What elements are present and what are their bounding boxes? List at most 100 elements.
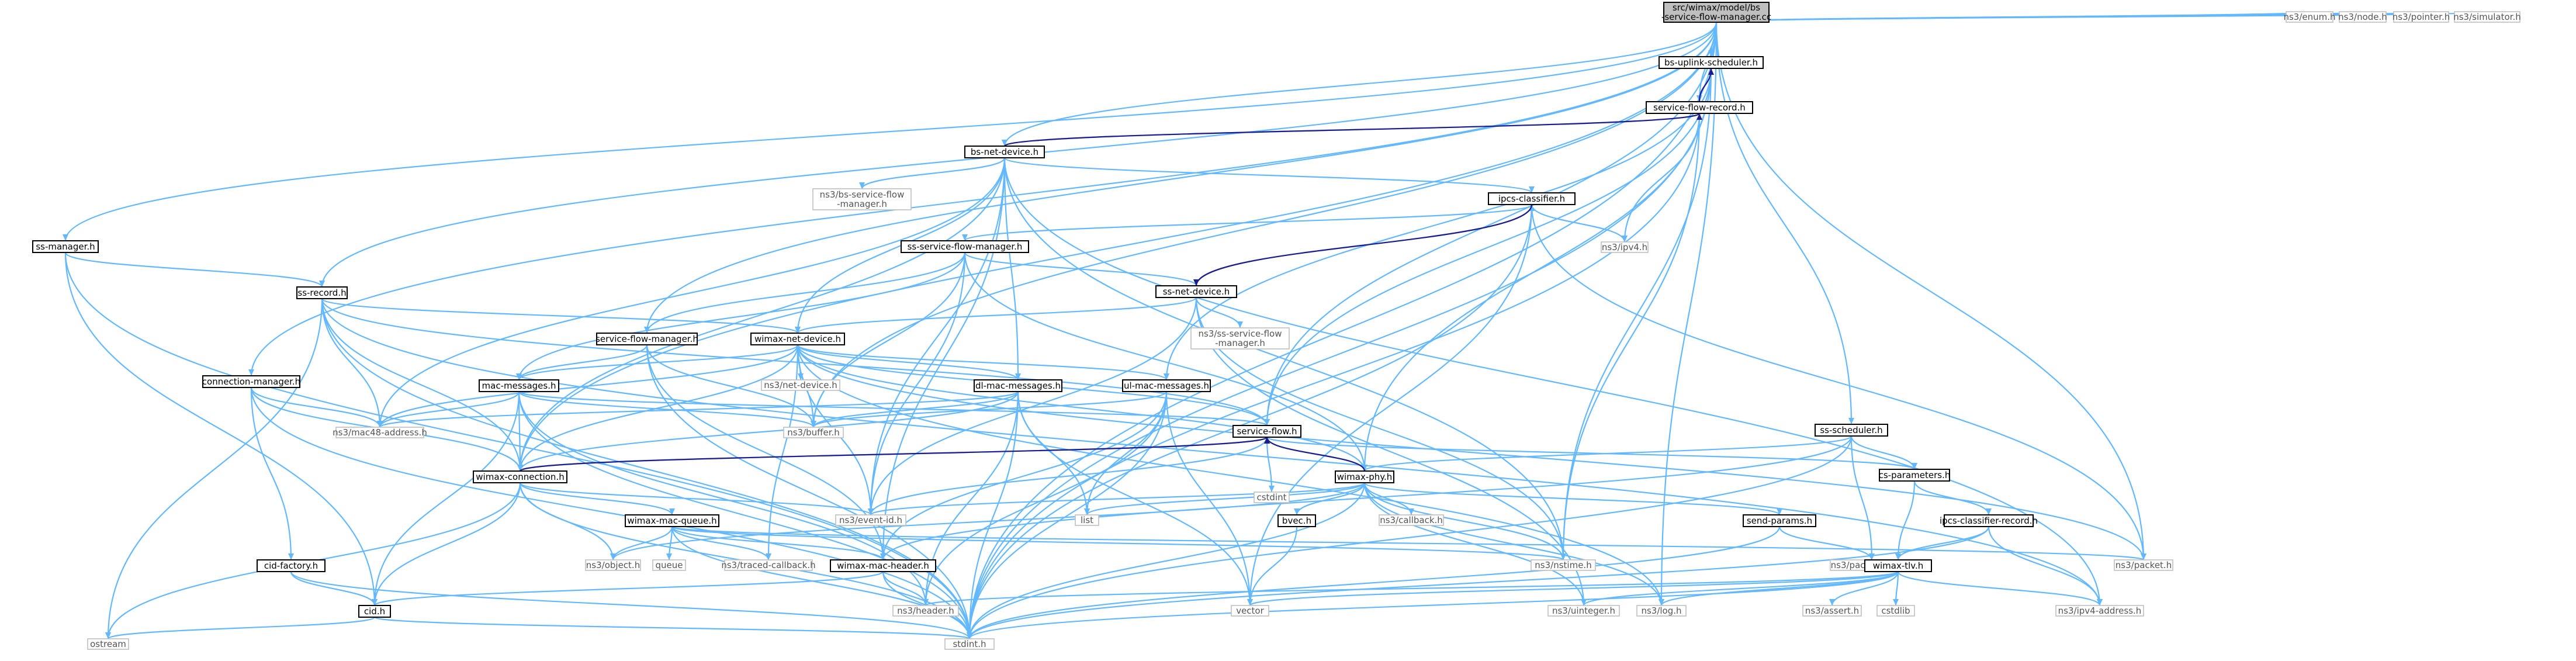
node-sfrecord[interactable]: service-flow-record.h — [1646, 101, 1753, 114]
node-box — [1231, 605, 1269, 617]
node-label: queue — [656, 560, 683, 570]
edge-sssched-to-wmachdr — [882, 435, 1853, 560]
node-ipcs[interactable]: ipcs-classifier.h — [1488, 192, 1576, 205]
arrowhead-root-to-sssched — [1848, 418, 1854, 424]
node-label: ss-record.h — [297, 288, 346, 298]
edge-connmgr-to-mac48 — [250, 387, 381, 428]
edge-root-to-log — [1660, 22, 1718, 606]
node-box — [652, 559, 686, 571]
arrowhead-wtlv-to-vector — [1247, 599, 1253, 605]
edge-csparam-to-ipcsrec — [1913, 480, 1990, 515]
arrowhead-wqueue-to-traced — [766, 553, 771, 560]
node-ssmanager[interactable]: ss-manager.h — [32, 240, 99, 253]
node-ssnetdev[interactable]: ss-net-device.h — [1155, 285, 1237, 298]
arrowhead-wqueue-to-object — [610, 553, 616, 560]
edge-ipcs-to-vector — [1249, 204, 1533, 606]
node-box — [1659, 56, 1764, 69]
node-box — [1075, 514, 1099, 526]
node-label: ns3/traced-callback.h — [721, 560, 815, 570]
node-wconn[interactable]: wimax-connection.h — [473, 470, 567, 483]
edge-wtlv-to-header — [925, 570, 1899, 607]
edge-ssnetdev-to-eventid — [870, 297, 1197, 515]
node-cid[interactable]: cid.h — [358, 605, 391, 618]
node-box — [32, 240, 99, 253]
edge-sssfm-to-buffer — [812, 252, 966, 428]
edges-layer — [63, 11, 2490, 640]
node-wtlv[interactable]: wimax-tlv.h — [1864, 559, 1932, 572]
node-bvec[interactable]: bvec.h — [1277, 514, 1316, 527]
node-sfm[interactable]: service-flow-manager.h — [595, 333, 698, 345]
edge-cidfactory-to-stdint — [290, 571, 971, 639]
node-ipv4addr: ns3/ipv4-address.h — [2055, 605, 2144, 617]
arrowhead-cid-to-stdint — [967, 632, 972, 639]
edge-sfm-to-buffer — [646, 344, 815, 428]
edge-wphy-to-bvec — [1296, 482, 1366, 515]
node-wqueue[interactable]: wimax-mac-queue.h — [625, 514, 719, 527]
edge-wnetdev-to-macmsg — [518, 344, 799, 380]
edge-bsuplink-to-sflow — [1266, 68, 1712, 426]
edge-bsnetdev-to-ipcs — [1003, 157, 1533, 194]
node-label: cstdlib — [1881, 605, 1910, 616]
node-box — [473, 470, 567, 483]
edge-root-to-sfm — [646, 22, 1718, 334]
node-box — [1379, 514, 1444, 526]
node-box — [750, 333, 845, 345]
node-macmsg[interactable]: mac-messages.h — [479, 379, 559, 392]
edge-wnetdev-to-ulmac — [797, 344, 1168, 381]
edge-ssrecord-to-wconn — [321, 298, 521, 472]
node-bsnetdev[interactable]: bs-net-device.h — [964, 146, 1045, 158]
edge-bsnetdev-to-nsbssfm — [861, 157, 1006, 189]
node-cidfactory[interactable]: cid-factory.h — [257, 559, 326, 572]
edge-ssrecord-to-ipv4addr — [321, 298, 2101, 606]
edge-root-to-packet — [1715, 22, 2145, 560]
node-label: ns3/net-device.h — [764, 380, 837, 390]
node-connmgr[interactable]: connection-manager.h — [202, 375, 300, 388]
edge-wphy-to-nstime — [1363, 482, 1564, 560]
edge-root-to-buffer — [812, 22, 1718, 428]
node-box — [1547, 605, 1620, 617]
node-sssfm[interactable]: ss-service-flow-manager.h — [901, 240, 1029, 253]
arrowhead-ipcsrec-to-wtlv — [1895, 553, 1901, 560]
edge-bsnetdev-to-dlmac — [1003, 157, 1019, 380]
node-ipcsrec[interactable]: ipcs-classifier-record.h — [1940, 514, 2038, 527]
edge-root-to-stdint — [968, 22, 1718, 639]
edge-connmgr-to-stdint — [250, 387, 971, 639]
node-box — [202, 375, 300, 388]
node-dlmac[interactable]: dl-mac-messages.h — [974, 379, 1062, 392]
node-wphy[interactable]: wimax-phy.h — [1335, 470, 1394, 483]
node-box — [1601, 241, 1649, 253]
edge-ulmac-to-vector — [1165, 391, 1251, 606]
node-label: ss-net-device.h — [1163, 286, 1230, 297]
edge-bsuplink-to-stdint — [968, 68, 1712, 639]
arrowhead-wtlv-to-uinteger — [1581, 599, 1587, 605]
node-sssched[interactable]: ss-scheduler.h — [1815, 424, 1888, 437]
edge-cid-to-stdint — [373, 616, 971, 640]
node-ssrecord[interactable]: ss-record.h — [296, 286, 348, 299]
edge-bsnetdev-to-mac48 — [379, 157, 1006, 428]
node-label: bs-uplink-scheduler.h — [1664, 57, 1758, 68]
node-bsuplink[interactable]: bs-uplink-scheduler.h — [1659, 56, 1764, 69]
edge-ipcs-to-nsipv4 — [1531, 204, 1626, 243]
node-sflow[interactable]: service-flow.h — [1232, 425, 1301, 438]
node-csparam[interactable]: cs-parameters.h — [1879, 469, 1951, 482]
node-wmachdr[interactable]: wimax-mac-header.h — [830, 559, 936, 572]
node-nsssfm: ns3/ss-service-flow-manager.h — [1190, 327, 1290, 349]
node-sendparam[interactable]: send-params.h — [1743, 514, 1816, 527]
edge-wphy-to-sendparam — [1363, 482, 1781, 516]
edge-bsnetdev-to-wconn — [519, 157, 1006, 472]
node-box — [901, 240, 1029, 253]
node-label: ns3/object.h — [586, 560, 640, 570]
arrowhead-csparam-to-ipcsrec — [1986, 508, 1992, 515]
node-label: stdint.h — [953, 639, 986, 649]
node-ulmac[interactable]: ul-mac-messages.h — [1122, 379, 1211, 392]
edge-wnetdev-to-packet — [797, 344, 2145, 560]
edge-ssmanager-to-cid — [64, 252, 376, 606]
edge-bsnetdev-to-eventid — [870, 157, 1006, 515]
node-wnetdev[interactable]: wimax-net-device.h — [750, 333, 845, 345]
node-box — [835, 514, 906, 526]
edge-wqueue-to-stdint — [671, 526, 971, 639]
arrowhead-ssmanager-to-ssrecord — [319, 281, 325, 287]
node-label: ns3/packet.h — [2115, 560, 2172, 570]
edge-wtlv-to-uinteger — [1583, 571, 1899, 606]
node-nstime: ns3/nstime.h — [1531, 559, 1596, 571]
